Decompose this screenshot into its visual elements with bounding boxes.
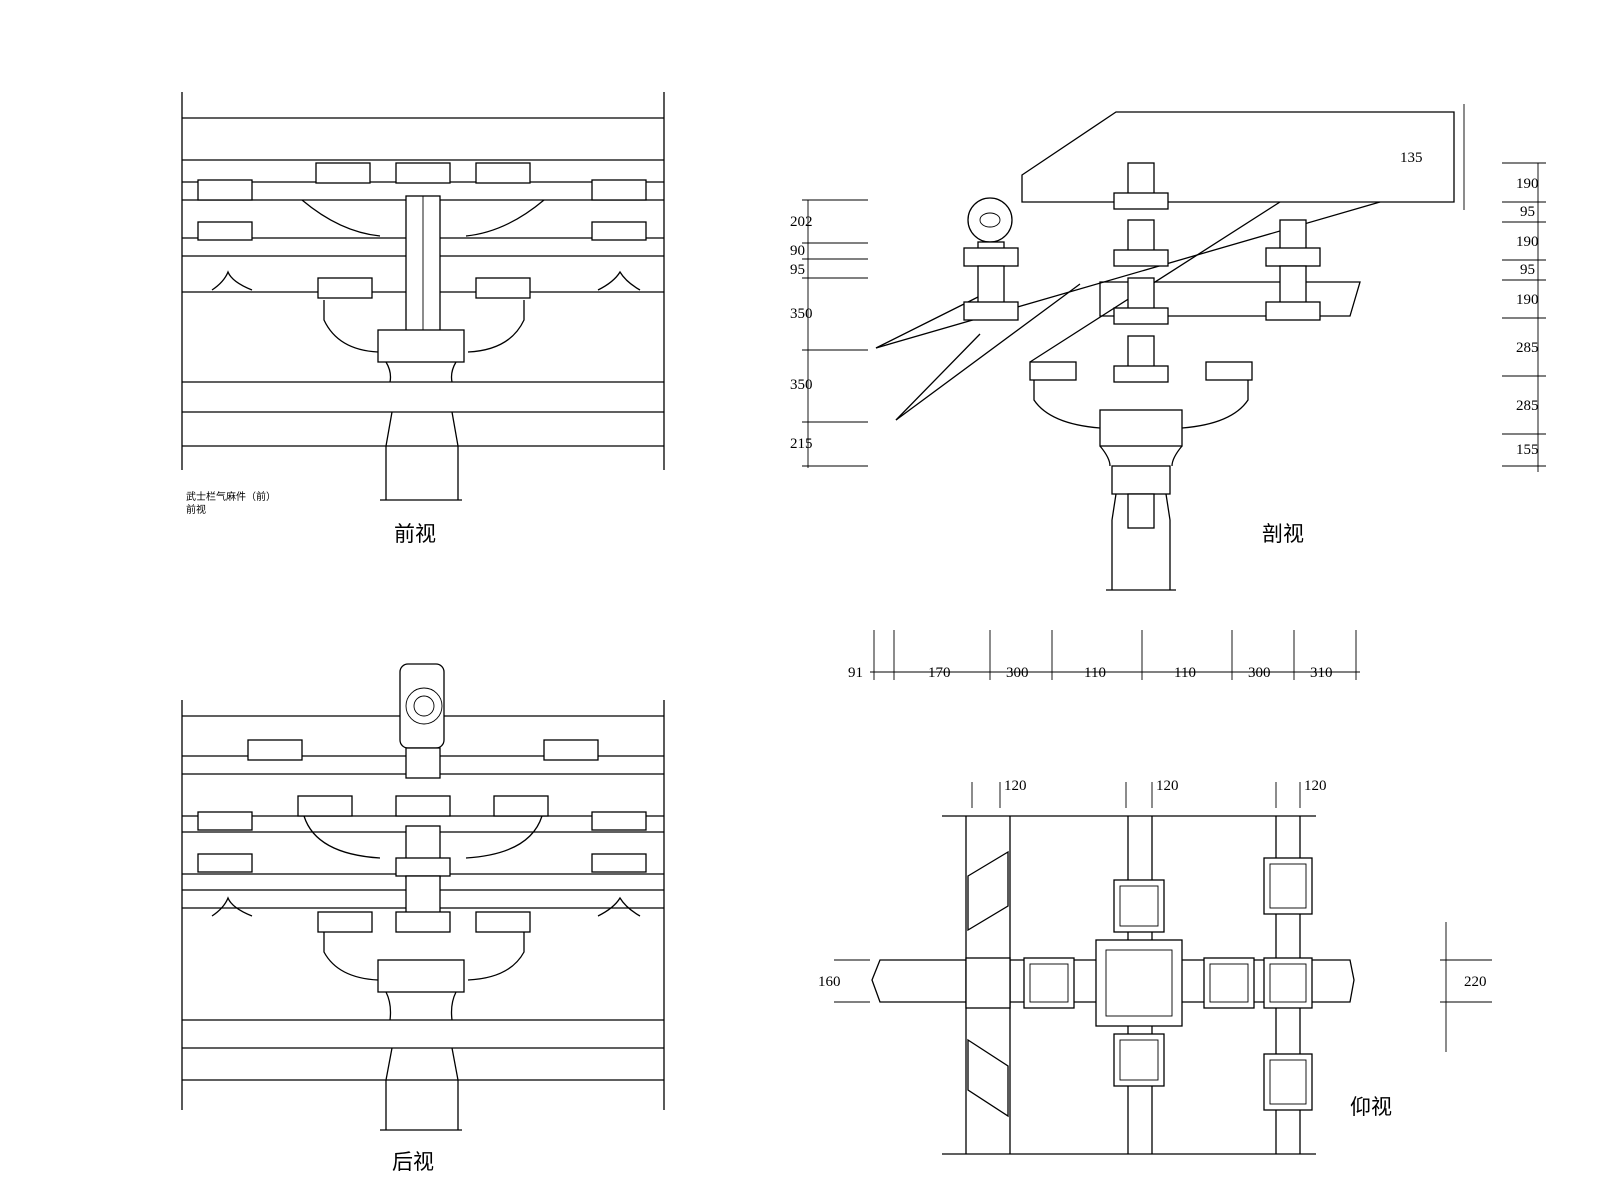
dim-section-left-3: 95 [790, 262, 805, 278]
dim-bottom-top-2: 120 [1156, 778, 1179, 794]
dim-section-left-6: 215 [790, 436, 813, 452]
dim-bottom-top-1: 120 [1004, 778, 1027, 794]
dim-horizontal-6: 300 [1248, 665, 1271, 681]
dim-section-top: 135 [1400, 150, 1423, 166]
dim-bottom-left: 160 [818, 974, 841, 990]
dim-horizontal-1: 91 [848, 665, 863, 681]
dim-section-left-4: 350 [790, 306, 813, 322]
dim-horizontal-7: 310 [1310, 665, 1333, 681]
dim-horizontal-3: 300 [1006, 665, 1029, 681]
dim-section-left-2: 90 [790, 243, 805, 259]
dim-horizontal-2: 170 [928, 665, 951, 681]
dim-horizontal-4: 110 [1084, 665, 1106, 681]
bottom-view [834, 782, 1492, 1155]
section-view-title: 剖视 [1262, 522, 1304, 546]
section-view [802, 104, 1546, 591]
dim-section-right-2: 95 [1520, 204, 1535, 220]
front-view-note: 武士栏气麻件（前） [186, 490, 276, 503]
bottom-view-title: 仰视 [1350, 1095, 1392, 1119]
front-view-title: 前视 [394, 522, 436, 546]
dim-section-right-3: 190 [1516, 234, 1539, 250]
back-view [181, 663, 665, 1131]
dim-section-right-1: 190 [1516, 176, 1539, 192]
dim-horizontal-5: 110 [1174, 665, 1196, 681]
dim-section-right-8: 155 [1516, 442, 1539, 458]
dim-section-right-7: 285 [1516, 398, 1539, 414]
dim-section-left-1: 202 [790, 214, 813, 230]
horizontal-dimension-chain [870, 630, 1360, 680]
dim-bottom-right: 220 [1464, 974, 1487, 990]
dim-bottom-top-3: 120 [1304, 778, 1327, 794]
front-view-note-2: 前视 [186, 503, 206, 516]
back-view-title: 后视 [392, 1150, 434, 1174]
dim-section-left-5: 350 [790, 377, 813, 393]
front-view [181, 92, 665, 501]
dim-section-right-6: 285 [1516, 340, 1539, 356]
dim-section-right-5: 190 [1516, 292, 1539, 308]
dim-section-right-4: 95 [1520, 262, 1535, 278]
